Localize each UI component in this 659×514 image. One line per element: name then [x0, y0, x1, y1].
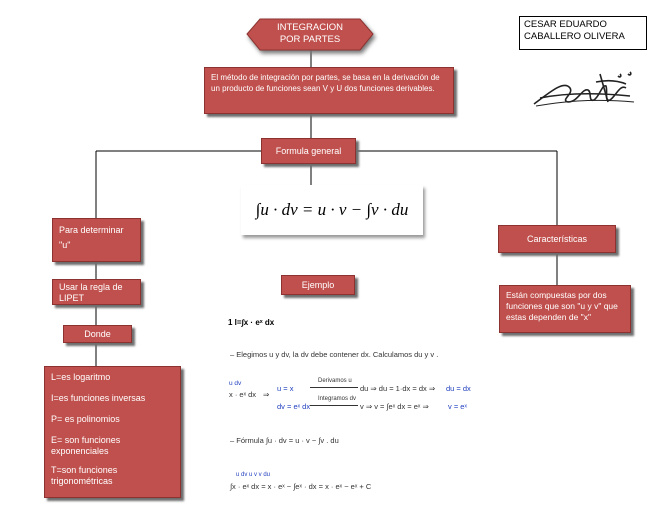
caracteristicas-text: Están compuestas por dos funciones que s… — [506, 290, 618, 322]
lipet-list-node: L=es logaritmo I=es funciones inversas P… — [44, 366, 181, 498]
general-formula-label: Formula general — [275, 145, 342, 156]
author-name: CESAR EDUARDO CABALLERO OLIVERA — [519, 16, 647, 50]
title-text: INTEGRACION POR PARTES — [277, 22, 343, 45]
example-v-result: v = eˣ — [448, 402, 467, 411]
caracteristicas-label: Características — [526, 233, 588, 244]
caracteristicas-text-node: Están compuestas por dos funciones que s… — [499, 285, 631, 333]
title-node: INTEGRACION POR PARTES — [246, 18, 374, 51]
lipet-label: Usar la regla de LIPET — [59, 282, 123, 303]
example-final-labels: u dv u v v du — [236, 472, 271, 478]
lipet-item-l: L=es logaritmo — [51, 372, 111, 382]
example-u-dv-labels: u dv — [229, 380, 242, 387]
example-problem: 1 I=∫x · eˣ dx — [228, 318, 275, 327]
donde-label: Donde — [84, 328, 111, 339]
definition-text: El método de integración por partes, se … — [211, 73, 440, 93]
determine-u-node: Para determinar "u" — [52, 218, 141, 262]
lipet-item-e: E= son funciones exponenciales — [51, 435, 121, 456]
example-u-dv-expr: x · eˣ dx — [229, 390, 257, 399]
derive-arrow — [310, 387, 358, 388]
example-implies: ⇒ — [263, 390, 270, 399]
signature-image — [533, 71, 635, 107]
caracteristicas-node: Características — [498, 225, 616, 253]
example-u-eq: u = x — [277, 384, 294, 393]
example-step2: – Fórmula ∫u · dv = u · v − ∫v . du — [230, 436, 339, 445]
lipet-node: Usar la regla de LIPET — [52, 279, 141, 305]
lipet-item-p: P= es polinomios — [51, 414, 120, 424]
general-formula-node: Formula general — [261, 138, 356, 164]
donde-node: Donde — [63, 325, 132, 343]
general-formula: ∫u · dv = u · v − ∫v · du — [241, 185, 423, 235]
example-du-chain: du ⇒ du = 1·dx = dx ⇒ — [360, 384, 436, 393]
ejemplo-node: Ejemplo — [281, 275, 355, 295]
determine-u-label: Para determinar "u" — [59, 225, 124, 250]
example-integrate-label: Integramos dv — [318, 396, 357, 402]
ejemplo-label: Ejemplo — [301, 279, 335, 290]
lipet-item-i: I=es funciones inversas — [51, 393, 146, 403]
example-derive-label: Derivamos u — [318, 378, 352, 384]
integrate-arrow — [310, 405, 358, 406]
lipet-item-t: T=son funciones trigonométricas — [51, 465, 118, 486]
general-formula-text: ∫u · dv = u · v − ∫v · du — [255, 200, 409, 219]
example-v-chain: v ⇒ v = ∫eˣ dx = eˣ ⇒ — [360, 402, 429, 411]
example-step1: – Elegimos u y dv, la dv debe contener d… — [230, 350, 439, 359]
example-dv-eq: dv = eˣ dx — [277, 402, 311, 411]
example-du-result: du = dx — [446, 384, 471, 393]
definition-node: El método de integración por partes, se … — [204, 67, 454, 114]
example-final: ∫x · eˣ dx = x · eˣ − ∫eˣ · dx = x · eˣ … — [230, 482, 372, 491]
